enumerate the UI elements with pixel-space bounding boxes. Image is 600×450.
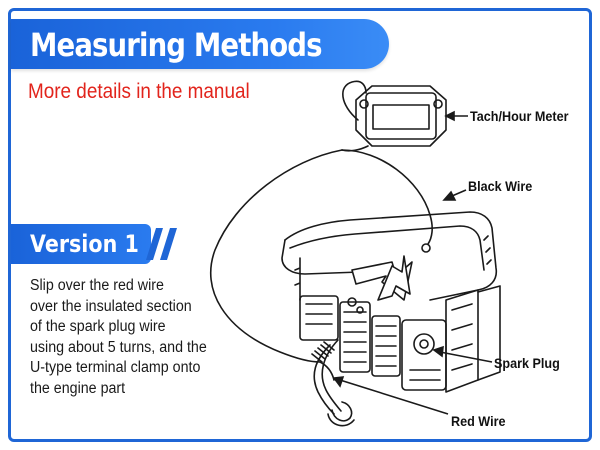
black-wire-label: Black Wire (468, 178, 533, 194)
red-wire-label: Red Wire (451, 413, 506, 429)
instruction-text: Slip over the red wire over the insulate… (30, 276, 280, 399)
double-slash-icon (146, 228, 177, 260)
version-title: Version 1 (30, 230, 139, 258)
red-wire (210, 149, 343, 363)
manual-note: More details in the manual (28, 80, 250, 103)
instruction-line: of the spark plug wire (30, 318, 166, 335)
instruction-line: over the insulated section (30, 297, 192, 315)
black-wire (341, 149, 433, 245)
instruction-line: the engine part (30, 379, 126, 397)
page-title: Measuring Methods (30, 26, 322, 64)
down-arrows (351, 255, 413, 301)
version-banner (11, 224, 151, 264)
tach-meter-label: Tach/Hour Meter (470, 108, 569, 124)
instruction-line: U-type terminal clamp onto (30, 359, 201, 376)
spark-plug-label: Spark Plug (494, 355, 560, 371)
instruction-line: using about 5 turns, and the (30, 338, 207, 356)
engine-shroud (281, 211, 498, 301)
spark-plug-wire (313, 344, 335, 415)
instruction-line: Slip over the red wire (30, 277, 164, 294)
plug-boot (331, 401, 353, 422)
engine-block (299, 285, 501, 393)
title-banner (11, 19, 389, 69)
black-wire-terminal (421, 243, 431, 253)
tach-hour-meter-icon (342, 80, 447, 147)
